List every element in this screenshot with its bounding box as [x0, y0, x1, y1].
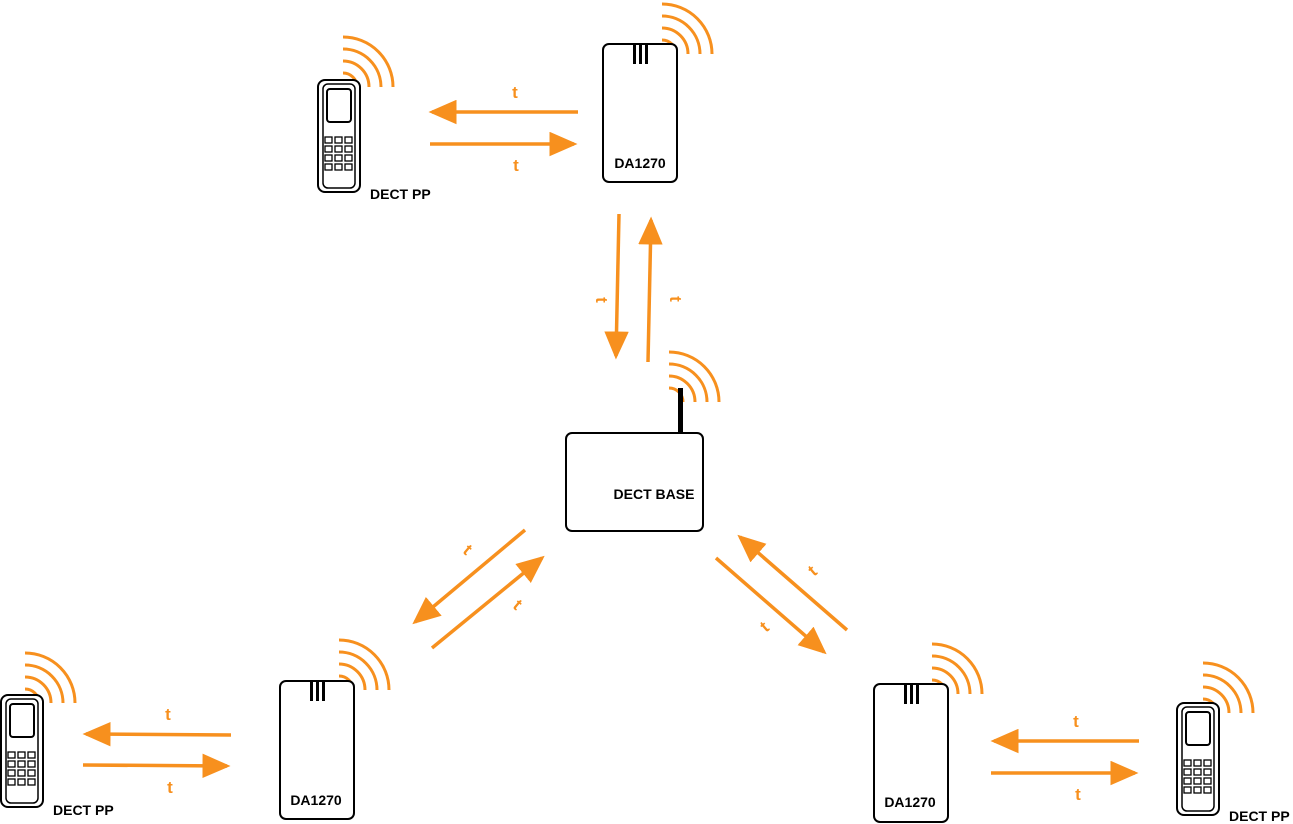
- base-station-icon: [565, 432, 704, 532]
- arrow-repeater-right-to-base: [737, 534, 849, 632]
- t-label-right-lower: t: [1075, 785, 1081, 804]
- repeater-top-label: DA1270: [614, 155, 666, 171]
- arrow-base-to-repeater-top: [638, 216, 663, 363]
- t-label-diag-left-lower: t: [509, 596, 526, 614]
- handset-right-icon: [1176, 702, 1220, 816]
- arrow-left-to-handset: [82, 721, 232, 747]
- handset-right-label: DECT PP: [1229, 808, 1290, 824]
- arrow-base-to-repeater-left: [412, 528, 527, 625]
- arrow-repeater-top-to-base: [604, 213, 629, 360]
- t-label-diag-right-lower: t: [756, 617, 773, 635]
- base-antenna: [678, 388, 683, 436]
- repeater-left-label: DA1270: [290, 792, 342, 808]
- handset-top-label: DECT PP: [370, 186, 431, 202]
- repeater-right-label: DA1270: [884, 794, 936, 810]
- arrow-base-to-repeater-right: [714, 556, 827, 655]
- t-label-diag-left-upper: t: [459, 541, 476, 559]
- t-label-right-upper: t: [1073, 712, 1079, 731]
- handset-left-icon: [0, 694, 44, 808]
- t-label-diag-right-upper: t: [804, 561, 821, 579]
- signal-waves-icon-base: [667, 350, 721, 404]
- t-label-top-upper: t: [512, 83, 518, 102]
- t-label-vertical-right: t: [666, 296, 685, 302]
- handset-top-icon: [317, 79, 361, 193]
- t-label-vertical-left: t: [592, 297, 611, 303]
- t-label-left-upper: t: [165, 705, 171, 724]
- handset-left-label: DECT PP: [53, 802, 114, 818]
- arrow-repeater-left-to-base: [430, 555, 545, 650]
- arrow-left-to-repeater: [82, 753, 231, 779]
- t-label-left-lower: t: [167, 778, 173, 797]
- base-station-label: DECT BASE: [614, 486, 695, 502]
- t-label-top-lower: t: [513, 156, 519, 175]
